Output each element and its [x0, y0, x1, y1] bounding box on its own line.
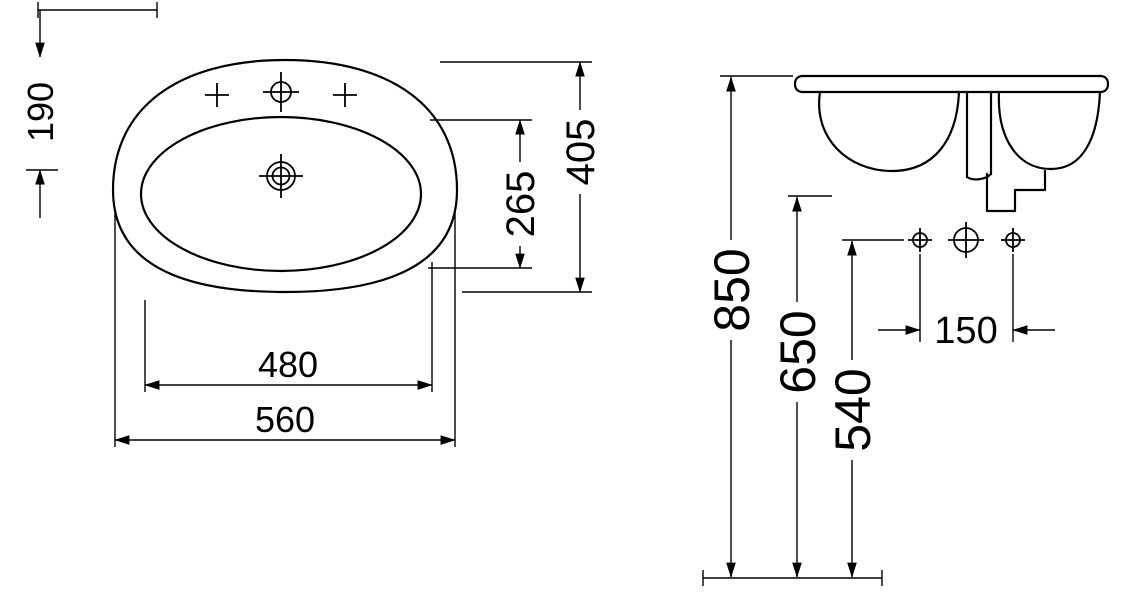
- tap-hole-left-cross-symbol: [205, 83, 229, 107]
- dim-650-label: 650: [770, 310, 826, 393]
- tap-hole-middle-symbol: [948, 222, 984, 258]
- bowl-section-curve: [818, 90, 961, 173]
- dim-480-label: 480: [258, 344, 318, 385]
- wall-tap-holes: [908, 222, 1025, 258]
- floor-line: [702, 570, 883, 586]
- tap-hole-right-cross: [1001, 228, 1025, 252]
- tap-hole-right-cross-symbol: [333, 83, 357, 107]
- dim-540-label: 540: [825, 368, 881, 451]
- dim-560: 560: [114, 210, 456, 447]
- dim-560-label: 560: [255, 399, 315, 440]
- tap-hole-right-symbol: [1001, 228, 1025, 252]
- basin-outer-outline: [111, 58, 459, 294]
- tap-hole-middle-cross: [948, 222, 984, 258]
- rear-profile-curve: [997, 90, 1102, 171]
- overflow-channel-lines: [965, 90, 993, 181]
- tap-hole-center-symbol: [263, 72, 299, 112]
- dim-650: 650: [770, 195, 832, 578]
- drain-cross: [259, 154, 303, 198]
- top-view: 190 405 265 480 560: [20, 2, 603, 447]
- rim-right-cap: [1098, 74, 1110, 94]
- drain-symbol: [259, 154, 303, 198]
- tap-holes: [205, 72, 357, 112]
- dim-190-label: 190: [20, 82, 61, 142]
- dim-150: 150: [878, 254, 1055, 352]
- dim-405-label: 405: [559, 119, 603, 186]
- tap-hole-center-cross: [263, 72, 299, 112]
- dim-480: 480: [144, 262, 433, 392]
- basin-profile: [793, 74, 1110, 213]
- basin-bowl-outline: [139, 115, 423, 273]
- dim-190: 190: [20, 2, 158, 218]
- dim-540: 540: [825, 239, 904, 578]
- dim-150-label: 150: [934, 310, 997, 352]
- fixing-bracket-profile: [985, 169, 1047, 213]
- dim-560-extension-lines: [114, 210, 456, 447]
- dim-265: 265: [428, 119, 543, 269]
- dim-190-datum-line: [37, 2, 158, 18]
- dim-850: 850: [704, 75, 793, 578]
- tap-hole-left-symbol: [908, 228, 932, 252]
- dim-265-label: 265: [499, 171, 543, 238]
- dim-480-extension-lines: [144, 262, 433, 392]
- dim-405-extension-lines: [440, 61, 592, 293]
- dim-405: 405: [440, 61, 603, 293]
- dim-850-label: 850: [704, 248, 760, 331]
- tap-hole-left-cross: [908, 228, 932, 252]
- dim-265-extension-lines: [428, 119, 532, 269]
- rim-left-cap: [793, 74, 805, 94]
- floor-reference-line: [702, 570, 883, 586]
- front-view: 850 650 540 150: [702, 74, 1110, 586]
